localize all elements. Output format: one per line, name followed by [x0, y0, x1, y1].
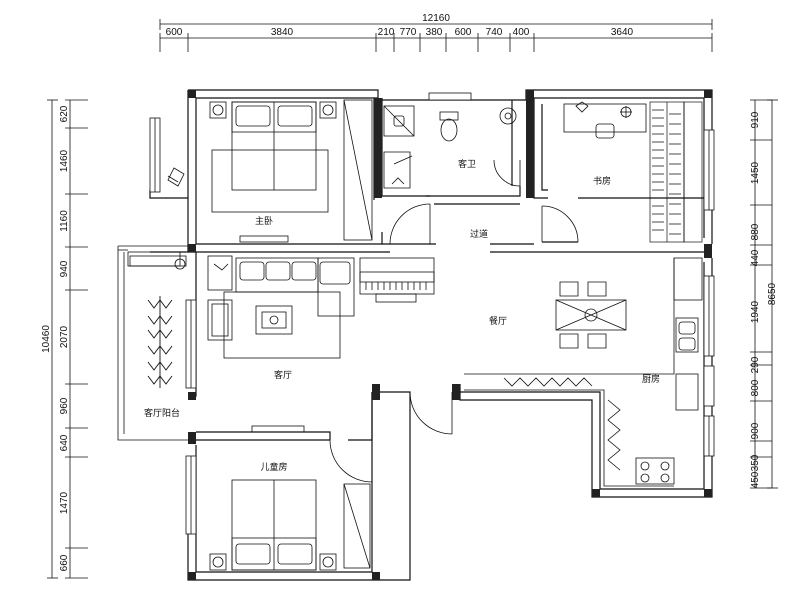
- study-bookshelf: [649, 101, 703, 243]
- kitchen-counter: [464, 257, 703, 487]
- left-dimension-segment: 620: [59, 105, 70, 122]
- clothes-hangers: [147, 296, 173, 388]
- room-label-dining-room: 餐厅: [489, 315, 507, 327]
- master-bed: [209, 101, 337, 213]
- left-dimension-segment: 640: [59, 434, 70, 451]
- piano: [359, 257, 435, 303]
- top-dimension-segment: 380: [426, 27, 443, 38]
- top-dimension-chain: [159, 19, 713, 52]
- left-dimension-segment: 2070: [59, 325, 70, 348]
- walls: [149, 89, 713, 581]
- bath-fixtures: [383, 105, 517, 189]
- right-dimension-segment: 910: [750, 111, 761, 128]
- room-label-living-room: 客厅: [274, 369, 292, 381]
- right-dimension-segment: 450: [750, 471, 761, 488]
- left-dimension-chain: [47, 99, 88, 579]
- left-dimension-segment: 1460: [59, 149, 70, 172]
- wall-fills: [188, 90, 712, 580]
- room-label-kids-room: 儿童房: [260, 461, 287, 473]
- coffee-table: [223, 291, 341, 359]
- right-dimension-segment: 1450: [750, 161, 761, 184]
- doors: [329, 159, 579, 483]
- top-dimension-segment: 740: [486, 27, 503, 38]
- left-total-dimension: 10460: [41, 325, 52, 353]
- right-dimension-segment: 440: [750, 249, 761, 266]
- windows: [149, 92, 715, 535]
- top-dimension-segment: 600: [455, 27, 472, 38]
- left-dimension-segment: 660: [59, 554, 70, 571]
- right-dimension-segment: 800: [750, 379, 761, 396]
- room-label-guest-bath: 客卫: [458, 158, 476, 170]
- top-dimension-segment: 600: [166, 27, 183, 38]
- right-dimension-segment: 1940: [750, 300, 761, 323]
- top-total-dimension: 12160: [422, 13, 450, 24]
- master-wardrobe: [239, 99, 373, 243]
- top-dimension-segment: 400: [513, 27, 530, 38]
- living-balcony-structure: [117, 245, 188, 441]
- room-label-corridor: 过道: [470, 228, 488, 240]
- top-dimension-segment: 770: [400, 27, 417, 38]
- right-dimension-segment: 350: [750, 454, 761, 471]
- dining-table: [555, 281, 627, 349]
- top-dimension-segment: 3640: [611, 27, 634, 38]
- left-dimension-segment: 1470: [59, 491, 70, 514]
- room-label-kitchen: 厨房: [642, 373, 660, 385]
- room-label-living-balcony: 客厅阳台: [144, 407, 180, 419]
- right-dimension-segment: 900: [750, 422, 761, 439]
- left-dimension-segment: 940: [59, 260, 70, 277]
- study-furniture: [563, 101, 647, 139]
- balcony-chair: [167, 167, 185, 187]
- right-dimension-segment: 880: [750, 223, 761, 240]
- left-dimension-segment: 1160: [59, 210, 70, 232]
- right-total-dimension: 8650: [767, 282, 778, 305]
- room-label-study: 书房: [593, 175, 611, 187]
- right-dimension-segment: 290: [750, 356, 761, 373]
- top-dimension-segment: 3840: [271, 27, 294, 38]
- kids-bed: [209, 425, 371, 571]
- top-dimension-segment: 210: [378, 27, 395, 38]
- right-dimension-chain: [750, 99, 778, 489]
- left-dimension-segment: 960: [59, 397, 70, 414]
- room-label-master-bedroom: 主卧: [255, 215, 273, 227]
- sofa-set: [207, 255, 355, 341]
